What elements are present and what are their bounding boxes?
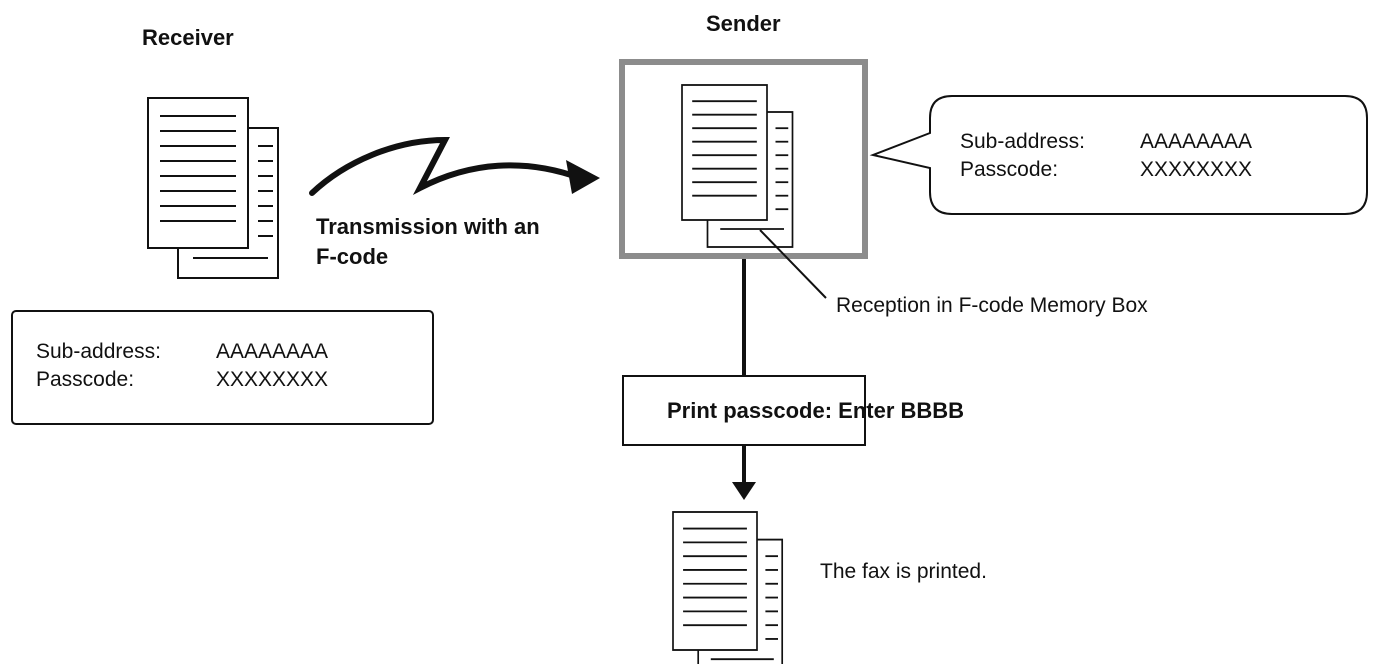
receiver-subaddress-key: Sub-address:	[36, 340, 161, 363]
sender-info: Sub-address: AAAAAAAA Passcode: XXXXXXXX	[960, 128, 1252, 184]
sender-passcode-key: Passcode:	[960, 158, 1059, 181]
receiver-info-row-subaddress: Sub-address: AAAAAAAA	[36, 338, 328, 366]
sender-info-row-passcode: Passcode: XXXXXXXX	[960, 156, 1252, 184]
sender-info-callout	[869, 95, 1368, 215]
receiver-title: Receiver	[142, 25, 234, 50]
print-passcode-box	[622, 375, 866, 446]
transmission-label: Transmission with an F-code	[316, 212, 540, 272]
transmission-label-line1: Transmission with an	[316, 214, 540, 239]
transmission-label-line2: F-code	[316, 244, 389, 269]
sender-passcode-value: XXXXXXXX	[1140, 158, 1253, 181]
sender-title: Sender	[706, 11, 781, 36]
transmission-arrow	[309, 136, 600, 196]
printed-label: The fax is printed.	[820, 560, 987, 583]
print-arrow	[732, 445, 756, 500]
receiver-document-icon	[147, 97, 279, 279]
receiver-info-box	[11, 310, 434, 425]
print-passcode-label: Print passcode: Enter BBBB	[667, 398, 965, 423]
receiver-info: Sub-address: AAAAAAAA Passcode: XXXXXXXX	[36, 338, 328, 394]
receiver-subaddress-value: AAAAAAAA	[216, 340, 329, 363]
sender-info-row-subaddress: Sub-address: AAAAAAAA	[960, 128, 1252, 156]
sender-subaddress-value: AAAAAAAA	[1140, 130, 1253, 153]
receiver-passcode-key: Passcode:	[36, 368, 135, 391]
memory-box-label: Reception in F-code Memory Box	[836, 294, 1148, 317]
receiver-passcode-value: XXXXXXXX	[216, 368, 329, 391]
receiver-info-row-passcode: Passcode: XXXXXXXX	[36, 366, 328, 394]
memory-box-leader-line	[759, 229, 827, 299]
sender-subaddress-key: Sub-address:	[960, 130, 1085, 153]
printed-document-icon	[672, 511, 784, 664]
